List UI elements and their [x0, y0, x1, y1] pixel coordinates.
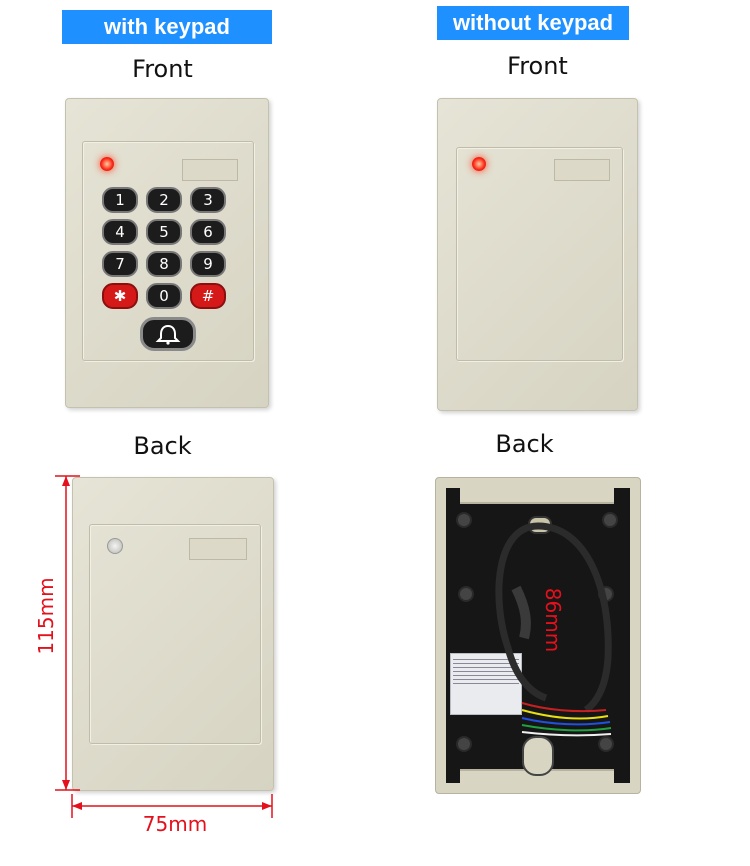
card-window [182, 159, 238, 181]
top-rib [460, 480, 614, 504]
width-dimension-label: 75mm [142, 812, 208, 836]
back-heading-keypad: Back [133, 432, 192, 460]
screw-hole-icon [458, 586, 474, 602]
bell-icon [155, 324, 181, 345]
front-heading-keypad: Front [132, 55, 193, 83]
without-keypad-tag: without keypad [437, 6, 629, 40]
back-heading-no-keypad: Back [495, 430, 554, 458]
key-3-button[interactable]: 3 [190, 187, 226, 213]
status-led-icon [472, 157, 486, 171]
key-8-button[interactable]: 8 [146, 251, 182, 277]
key-5-button[interactable]: 5 [146, 219, 182, 245]
key-1-button[interactable]: 1 [102, 187, 138, 213]
reader-front-no-keypad [437, 98, 638, 411]
doorbell-button[interactable] [140, 317, 196, 351]
screw-hole-icon [456, 512, 472, 528]
front-panel-plain [456, 147, 623, 361]
key-7-button[interactable]: 7 [102, 251, 138, 277]
cable-icon [495, 522, 612, 737]
key-0-button[interactable]: 0 [146, 283, 182, 309]
key-2-button[interactable]: 2 [146, 187, 182, 213]
front-heading-no-keypad: Front [507, 52, 568, 80]
screw-hole-icon [602, 512, 618, 528]
reader-back-open [435, 477, 641, 794]
bottom-mount-hole [522, 736, 554, 776]
reader-back-dimensions [72, 477, 274, 791]
key-6-button[interactable]: 6 [190, 219, 226, 245]
led-lens-icon [107, 538, 123, 554]
front-panel [82, 141, 254, 361]
card-window [189, 538, 247, 560]
status-led-icon [100, 157, 114, 171]
front-panel-plain [89, 524, 261, 744]
card-window [554, 159, 610, 181]
key-4-button[interactable]: 4 [102, 219, 138, 245]
key-hash-button[interactable]: # [190, 283, 226, 309]
hole-spacing-label: 86mm [541, 587, 565, 653]
screw-hole-icon [456, 736, 472, 752]
height-dimension-label: 115mm [34, 577, 58, 655]
key-star-button[interactable]: ✱ [102, 283, 138, 309]
screw-hole-icon [598, 736, 614, 752]
with-keypad-tag: with keypad [62, 10, 272, 44]
key-9-button[interactable]: 9 [190, 251, 226, 277]
